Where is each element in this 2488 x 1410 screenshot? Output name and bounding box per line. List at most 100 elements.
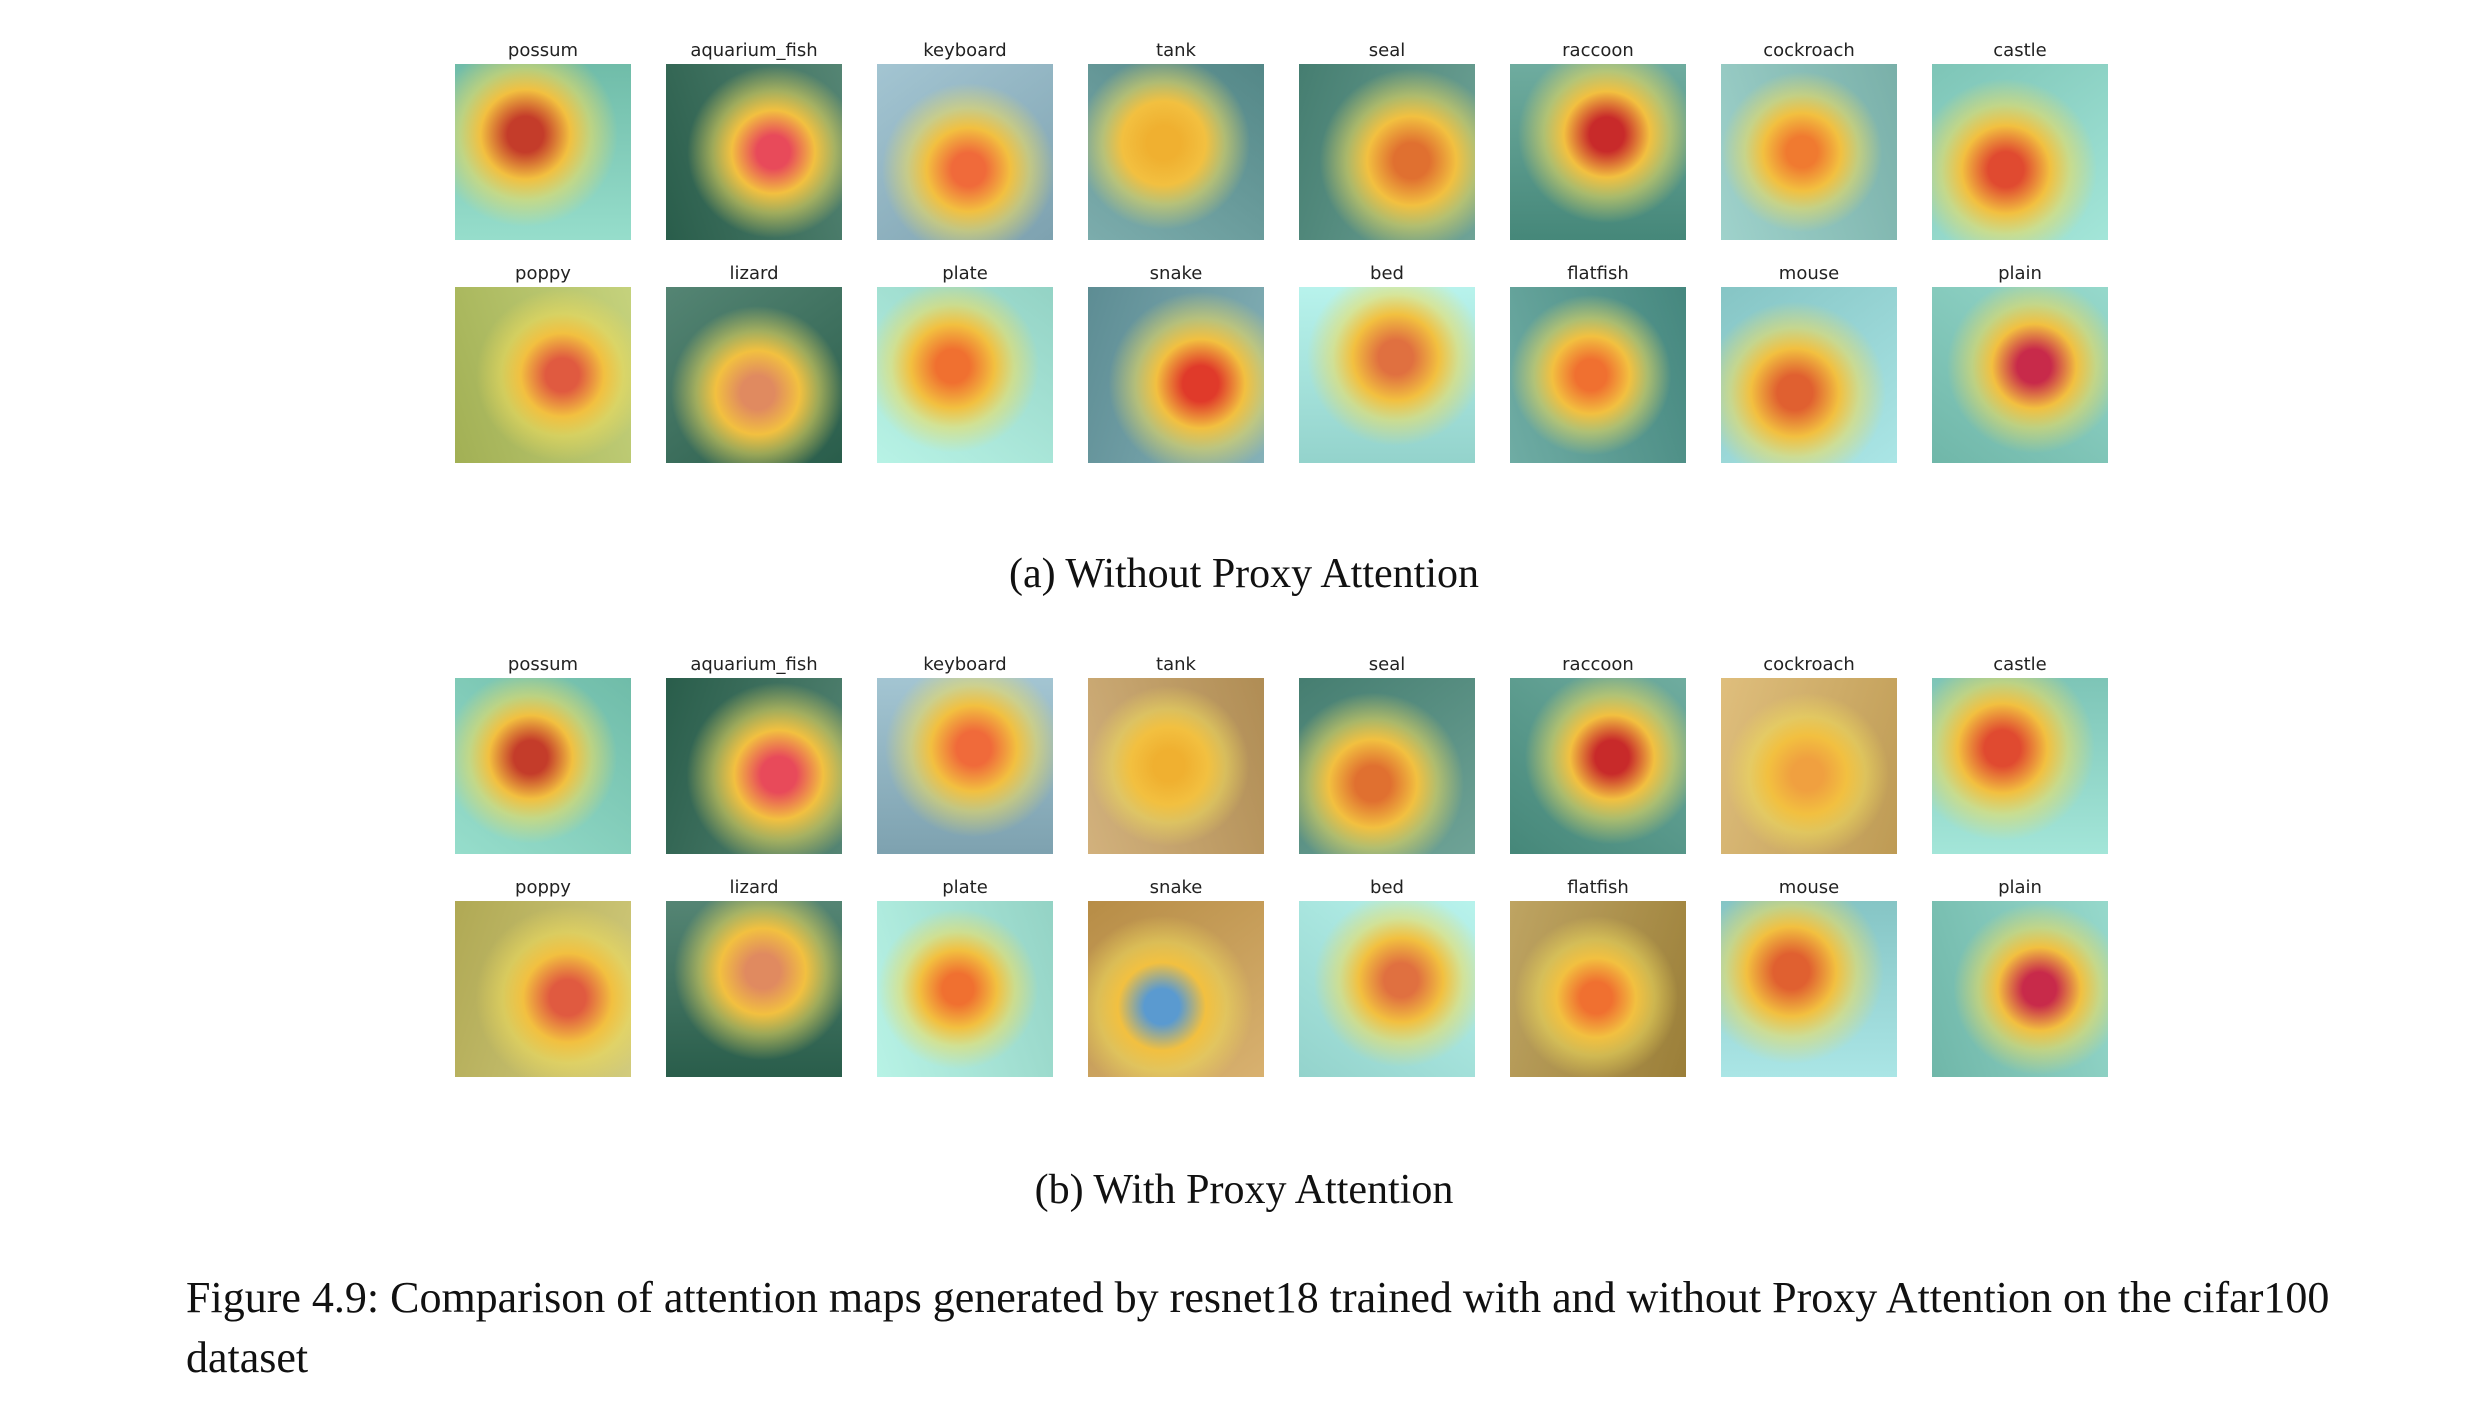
attention-map-cell: flatfish: [1510, 263, 1686, 483]
class-label: keyboard: [923, 40, 1007, 61]
class-label: castle: [1993, 40, 2047, 61]
subfigure-caption-b: (b) With Proxy Attention: [1034, 1167, 1454, 1213]
attention-heatmap-image: [1932, 287, 2108, 463]
attention-heatmap-image: [1932, 678, 2108, 854]
attention-heatmap-image: [1510, 287, 1686, 463]
attention-heatmap-image: [1721, 287, 1897, 463]
attention-map-cell: snake: [1088, 877, 1264, 1097]
attention-heatmap-image: [455, 678, 631, 854]
class-label: tank: [1156, 40, 1196, 61]
class-label: flatfish: [1567, 263, 1629, 284]
attention-map-cell: mouse: [1721, 877, 1897, 1097]
attention-heatmap-image: [1088, 901, 1264, 1077]
attention-map-cell: snake: [1088, 263, 1264, 483]
attention-map-cell: plate: [877, 263, 1053, 483]
class-label: cockroach: [1763, 654, 1855, 675]
class-label: lizard: [729, 263, 779, 284]
image-row: poppy lizard plate snake bed flatfish mouse pla…: [0, 263, 2488, 483]
attention-heatmap-image: [666, 678, 842, 854]
attention-map-cell: plate: [877, 877, 1053, 1097]
class-label: aquarium_fish: [690, 40, 818, 61]
attention-map-cell: plain: [1932, 263, 2108, 483]
class-label: plate: [942, 877, 988, 898]
attention-heatmap-image: [877, 678, 1053, 854]
attention-map-cell: bed: [1299, 263, 1475, 483]
class-label: raccoon: [1562, 654, 1634, 675]
class-label: possum: [507, 654, 579, 675]
subfigure-caption-a: (a) Without Proxy Attention: [1009, 551, 1479, 597]
attention-heatmap-image: [877, 64, 1053, 240]
attention-heatmap-image: [455, 287, 631, 463]
attention-map-cell: seal: [1299, 654, 1475, 874]
attention-heatmap-image: [1932, 64, 2108, 240]
class-label: plain: [1998, 263, 2042, 284]
attention-map-cell: poppy: [455, 877, 631, 1097]
attention-map-cell: poppy: [455, 263, 631, 483]
class-label: possum: [507, 40, 579, 61]
attention-map-cell: flatfish: [1510, 877, 1686, 1097]
attention-map-cell: lizard: [666, 877, 842, 1097]
class-label: plate: [942, 263, 988, 284]
attention-heatmap-image: [1299, 678, 1475, 854]
attention-heatmap-image: [1721, 901, 1897, 1077]
class-label: seal: [1368, 40, 1406, 61]
attention-heatmap-image: [1510, 64, 1686, 240]
attention-heatmap-image: [455, 901, 631, 1077]
attention-map-cell: possum: [455, 654, 631, 874]
image-row: possum aquarium_fish keyboard tank seal racco…: [0, 654, 2488, 874]
class-label: tank: [1156, 654, 1196, 675]
attention-heatmap-image: [1088, 287, 1264, 463]
attention-map-cell: cockroach: [1721, 40, 1897, 260]
class-label: poppy: [515, 263, 571, 284]
class-label: flatfish: [1567, 877, 1629, 898]
attention-heatmap-image: [1299, 901, 1475, 1077]
class-label: snake: [1149, 877, 1203, 898]
attention-map-cell: tank: [1088, 40, 1264, 260]
class-label: cockroach: [1763, 40, 1855, 61]
class-label: bed: [1370, 877, 1404, 898]
class-label: raccoon: [1562, 40, 1634, 61]
attention-map-cell: possum: [455, 40, 631, 260]
class-label: aquarium_fish: [690, 654, 818, 675]
attention-heatmap-image: [1932, 901, 2108, 1077]
class-label: mouse: [1778, 877, 1840, 898]
class-label: lizard: [729, 877, 779, 898]
class-label: poppy: [515, 877, 571, 898]
attention-heatmap-image: [666, 901, 842, 1077]
attention-heatmap-image: [1510, 678, 1686, 854]
attention-heatmap-image: [1510, 901, 1686, 1077]
attention-map-cell: cockroach: [1721, 654, 1897, 874]
attention-map-cell: keyboard: [877, 40, 1053, 260]
class-label: seal: [1368, 654, 1406, 675]
attention-map-cell: plain: [1932, 877, 2108, 1097]
attention-heatmap-image: [877, 287, 1053, 463]
attention-map-cell: raccoon: [1510, 40, 1686, 260]
figure-caption: Figure 4.9: Comparison of attention maps…: [186, 1273, 2330, 1382]
attention-heatmap-image: [1299, 64, 1475, 240]
attention-map-cell: raccoon: [1510, 654, 1686, 874]
attention-heatmap-image: [1088, 64, 1264, 240]
class-label: castle: [1993, 654, 2047, 675]
attention-map-cell: aquarium_fish: [666, 654, 842, 874]
attention-heatmap-image: [877, 901, 1053, 1077]
attention-heatmap-image: [1088, 678, 1264, 854]
attention-heatmap-image: [455, 64, 631, 240]
attention-map-cell: keyboard: [877, 654, 1053, 874]
attention-map-cell: seal: [1299, 40, 1475, 260]
attention-map-cell: lizard: [666, 263, 842, 483]
attention-map-cell: tank: [1088, 654, 1264, 874]
attention-map-cell: bed: [1299, 877, 1475, 1097]
attention-heatmap-image: [1721, 678, 1897, 854]
class-label: plain: [1998, 877, 2042, 898]
attention-map-cell: aquarium_fish: [666, 40, 842, 260]
attention-map-cell: castle: [1932, 40, 2108, 260]
image-row: possum aquarium_fish keyboard tank seal racco…: [0, 40, 2488, 260]
class-label: bed: [1370, 263, 1404, 284]
image-row: poppy lizard plate snake bed flatfish mouse pla…: [0, 877, 2488, 1097]
class-label: mouse: [1778, 263, 1840, 284]
attention-heatmap-image: [1299, 287, 1475, 463]
attention-map-cell: mouse: [1721, 263, 1897, 483]
attention-map-cell: castle: [1932, 654, 2108, 874]
attention-heatmap-image: [666, 287, 842, 463]
attention-heatmap-image: [666, 64, 842, 240]
